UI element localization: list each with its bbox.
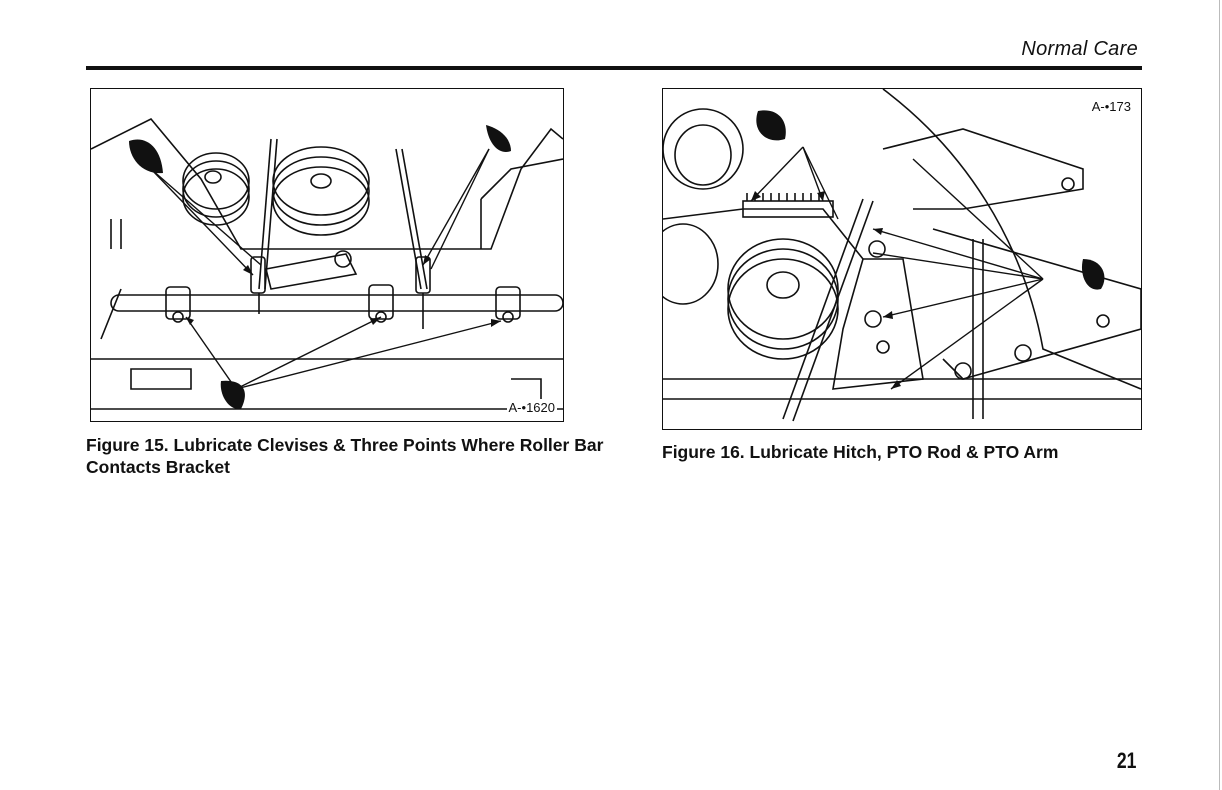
figure-16-drawing (663, 89, 1141, 429)
figure-16-code: A-•173 (1090, 99, 1133, 114)
figure-16-caption: Figure 16. Lubricate Hitch, PTO Rod & PT… (662, 441, 1162, 463)
section-title: Normal Care (1021, 38, 1138, 61)
page-edge (1219, 0, 1220, 790)
figure-16-illustration: A-•173 (662, 88, 1142, 430)
page-number: 21 (1116, 748, 1136, 774)
figure-15-illustration: A-•1620 (90, 88, 564, 422)
header-rule (86, 66, 1142, 70)
figure-15-drawing (91, 89, 563, 421)
figure-15-caption: Figure 15. Lubricate Clevises & Three Po… (86, 434, 606, 478)
figure-15-code: A-•1620 (507, 400, 557, 415)
